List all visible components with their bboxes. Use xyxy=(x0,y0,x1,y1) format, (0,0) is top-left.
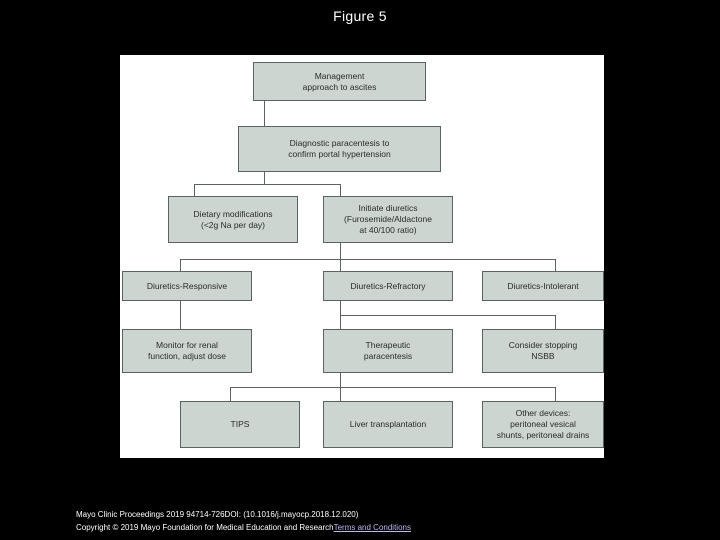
edge-to-dietary xyxy=(194,184,195,196)
node-line: Liver transplantation xyxy=(349,419,427,429)
edge-to-tips xyxy=(230,387,231,401)
citation-text: Mayo Clinic Proceedings 2019 94714-726DO… xyxy=(76,510,359,519)
edge-diuretics-stem xyxy=(340,243,341,259)
node-line: Diuretics-Intolerant xyxy=(507,280,579,291)
node-line: Initiate diuretics xyxy=(358,203,418,213)
edge-to-stop-nsbb xyxy=(555,315,556,329)
edge-to-diuretics xyxy=(340,184,341,196)
edge-diuretics-bus xyxy=(180,259,555,260)
node-line: (<2g Na per day) xyxy=(200,219,266,230)
node-line: Diagnostic paracentesis to xyxy=(289,138,390,148)
node-management-approach[interactable]: Management approach to ascites xyxy=(253,62,426,101)
node-line: at 40/100 ratio) xyxy=(359,225,417,235)
edge-to-other-devices xyxy=(555,387,556,401)
node-line: (Furosemide/Aldactone xyxy=(344,214,432,224)
node-consider-stopping-nsbb[interactable]: Consider stopping NSBB xyxy=(482,329,604,373)
node-line: approach to ascites xyxy=(302,81,377,92)
edge-therapeutic-stem xyxy=(340,373,341,387)
node-line: Monitor for renal xyxy=(156,340,218,350)
node-diagnostic-paracentesis[interactable]: Diagnostic paracentesis to confirm porta… xyxy=(238,126,441,172)
node-line: Diuretics-Refractory xyxy=(350,280,426,291)
node-line: Other devices: xyxy=(515,408,571,418)
edge-to-transplant xyxy=(340,387,341,401)
edge-diagnostic-stem xyxy=(264,172,265,184)
node-line: TIPS xyxy=(230,419,250,429)
edge-therapeutic-bus xyxy=(230,387,555,388)
node-other-devices[interactable]: Other devices: peritoneal vesical shunts… xyxy=(482,401,604,448)
edge-diagnostic-bus xyxy=(194,184,340,185)
node-line: confirm portal hypertension xyxy=(288,149,391,159)
page-title: Figure 5 xyxy=(333,8,387,24)
node-monitor-renal-function[interactable]: Monitor for renal function, adjust dose xyxy=(122,329,252,373)
flowchart-canvas: Management approach to ascites Diagnosti… xyxy=(120,55,604,458)
node-line: peritoneal vesical xyxy=(510,419,576,429)
node-diuretics-refractory[interactable]: Diuretics-Refractory xyxy=(323,271,453,301)
node-line: Therapeutic xyxy=(365,340,411,350)
node-dietary-modifications[interactable]: Dietary modifications (<2g Na per day) xyxy=(168,196,298,243)
terms-and-conditions-link[interactable]: Terms and Conditions xyxy=(333,523,411,532)
edge-responsive-to-monitor xyxy=(180,301,181,329)
node-liver-transplantation[interactable]: Liver transplantation xyxy=(323,401,453,448)
node-initiate-diuretics[interactable]: Initiate diuretics (Furosemide/Aldactone… xyxy=(323,196,453,243)
edge-to-responsive xyxy=(180,259,181,271)
node-line: Consider stopping xyxy=(508,340,578,350)
edge-to-intolerant xyxy=(555,259,556,271)
node-line: NSBB xyxy=(531,351,555,361)
node-line: Management xyxy=(314,70,365,81)
node-diuretics-intolerant[interactable]: Diuretics-Intolerant xyxy=(482,271,604,301)
edge-management-to-diagnostic xyxy=(264,101,265,126)
copyright-line: Copyright © 2019 Mayo Foundation for Med… xyxy=(76,521,676,534)
footer: Mayo Clinic Proceedings 2019 94714-726DO… xyxy=(76,508,676,534)
node-diuretics-responsive[interactable]: Diuretics-Responsive xyxy=(122,271,252,301)
node-tips[interactable]: TIPS xyxy=(180,401,300,448)
node-line: Diuretics-Responsive xyxy=(146,280,228,291)
node-line: Dietary modifications xyxy=(193,208,273,219)
node-line: shunts, peritoneal drains xyxy=(496,430,590,440)
node-line: function, adjust dose xyxy=(148,351,226,361)
copyright-text: Copyright © 2019 Mayo Foundation for Med… xyxy=(76,523,334,532)
node-therapeutic-paracentesis[interactable]: Therapeutic paracentesis xyxy=(323,329,453,373)
edge-refractory-bus xyxy=(340,315,555,316)
edge-to-refractory xyxy=(340,259,341,271)
node-line: paracentesis xyxy=(363,351,413,361)
